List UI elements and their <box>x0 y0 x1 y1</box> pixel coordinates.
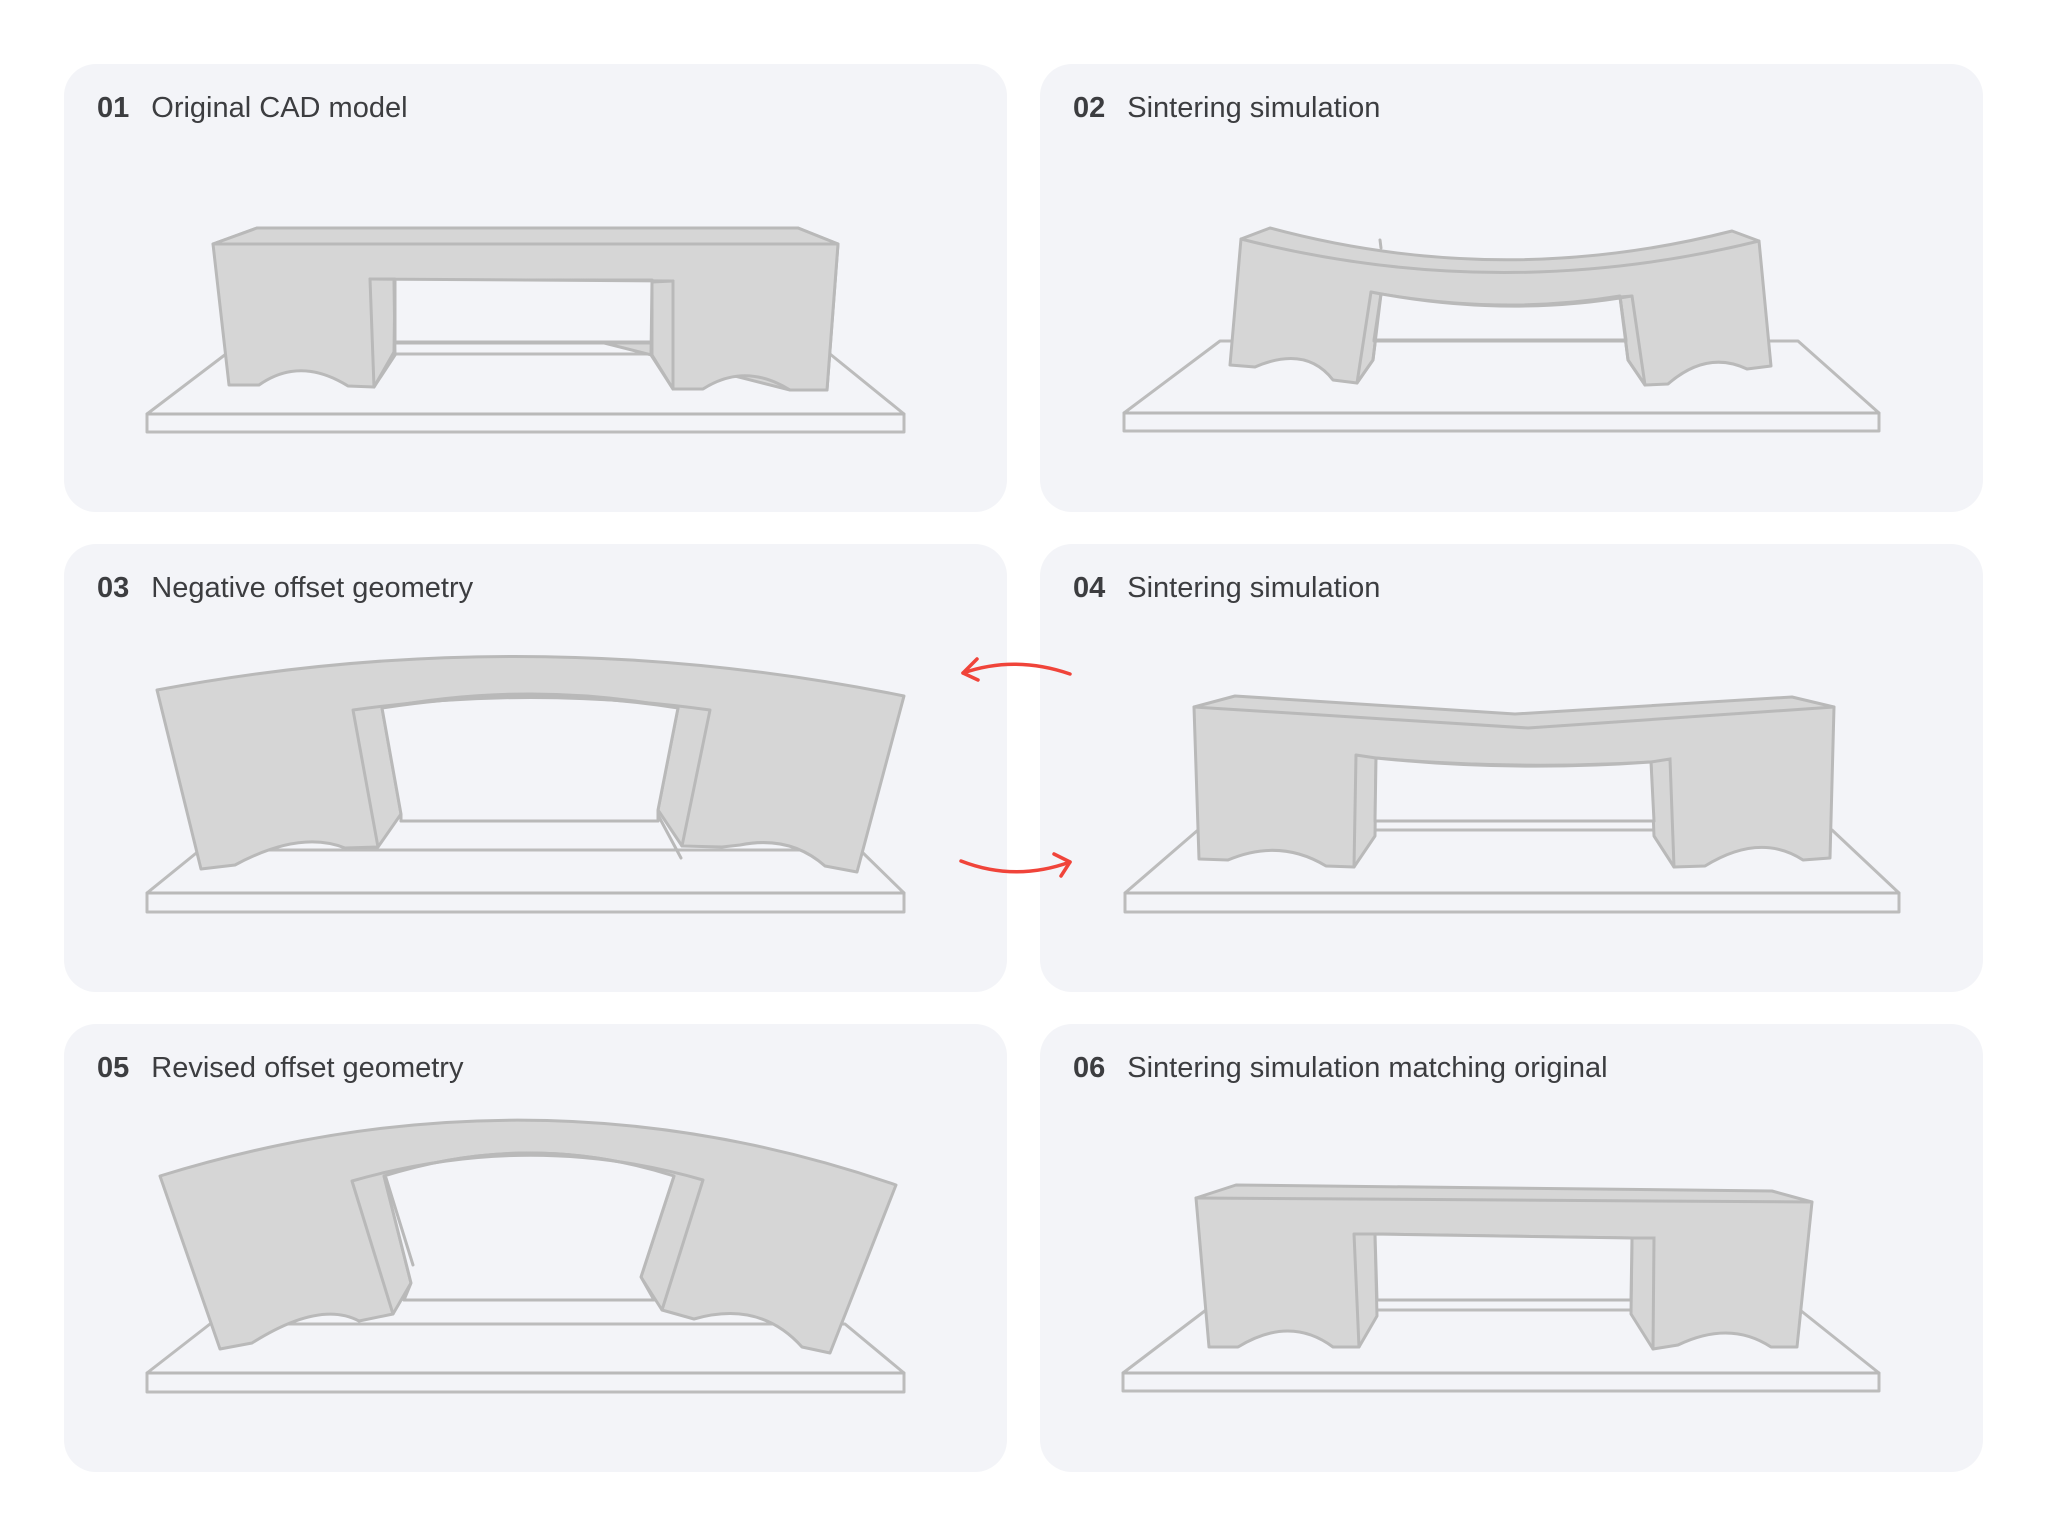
panel-title: 02 Sintering simulation <box>1073 92 1380 125</box>
panel-label: Negative offset geometry <box>151 572 474 604</box>
panel-title: 06 Sintering simulation matching original <box>1073 1052 1608 1085</box>
panel-03: 03 Negative offset geometry <box>64 544 1007 992</box>
panel-number: 05 <box>97 1052 130 1084</box>
panel-02: 02 Sintering simulation <box>1040 64 1983 512</box>
panel-05: 05 Revised offset geometry <box>64 1024 1007 1472</box>
panel-number: 02 <box>1073 92 1106 124</box>
panel-label: Sintering simulation matching original <box>1127 1052 1608 1084</box>
panel-title: 04 Sintering simulation <box>1073 572 1380 605</box>
panel-number: 01 <box>97 92 130 124</box>
panel-number: 03 <box>97 572 130 604</box>
panel-01: 01 Original CAD model <box>64 64 1007 512</box>
panel-label: Revised offset geometry <box>151 1052 464 1084</box>
panel-04: 04 Sintering simulation <box>1040 544 1983 992</box>
panel-label: Sintering simulation <box>1127 572 1381 604</box>
panel-number: 04 <box>1073 572 1106 604</box>
panel-title: 01 Original CAD model <box>97 92 408 125</box>
panel-number: 06 <box>1073 1052 1106 1084</box>
panel-title: 05 Revised offset geometry <box>97 1052 463 1085</box>
panel-06: 06 Sintering simulation matching original <box>1040 1024 1983 1472</box>
panel-label: Sintering simulation <box>1127 92 1381 124</box>
panel-title: 03 Negative offset geometry <box>97 572 473 605</box>
panel-label: Original CAD model <box>151 92 408 124</box>
